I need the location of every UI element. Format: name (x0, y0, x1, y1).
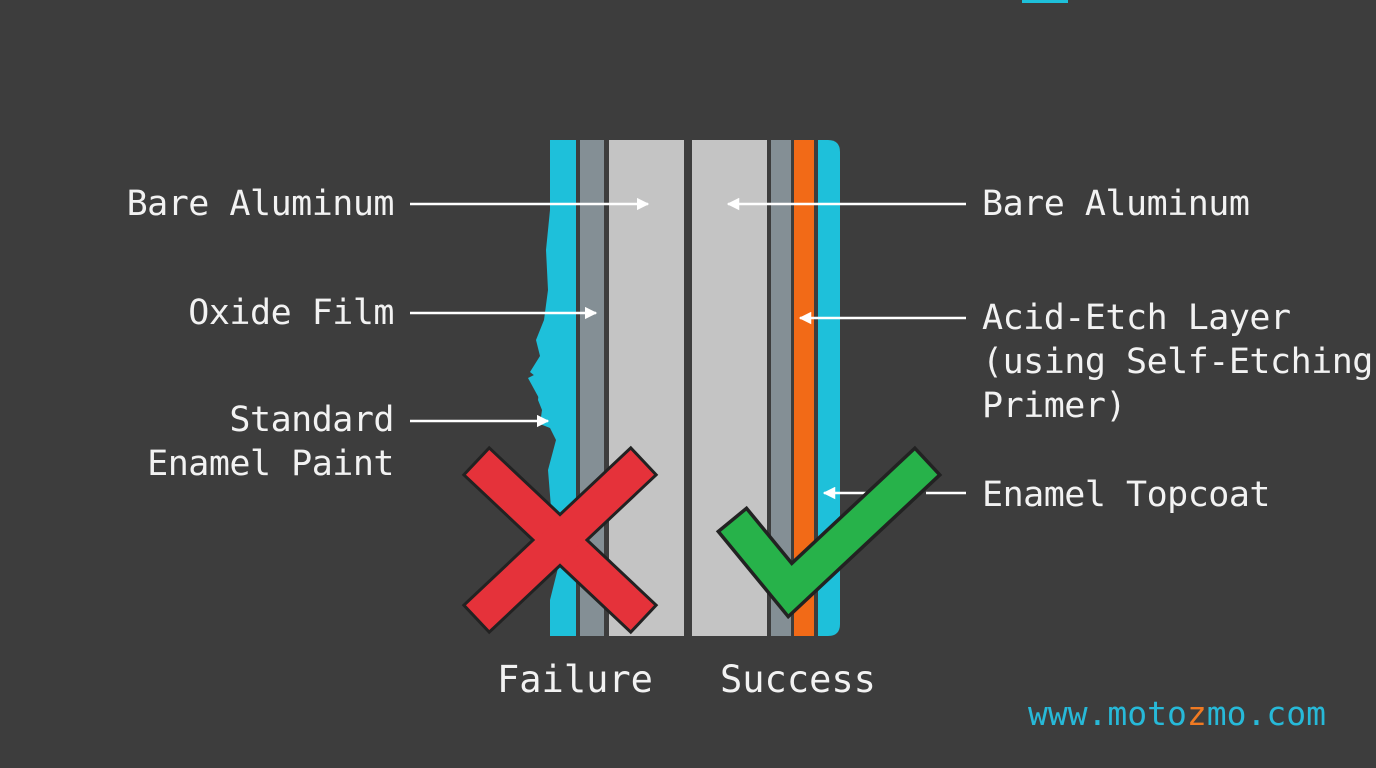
watermark-url: www.motozmo.com (1028, 694, 1326, 734)
success-oxide-layer (771, 140, 791, 636)
label-right-bare-aluminum: Bare Aluminum (982, 184, 1250, 224)
failure-aluminum-layer (609, 140, 684, 636)
failure-paint-flake (528, 372, 550, 400)
watermark-part2: mo.com (1206, 694, 1326, 733)
label-acid-etch-line3: Primer) (982, 386, 1127, 426)
caption-failure: Failure (497, 658, 653, 701)
label-oxide-film: Oxide Film (188, 293, 394, 333)
label-left-bare-aluminum: Bare Aluminum (126, 184, 395, 224)
label-acid-etch-layer: Acid-Etch Layer (using Self-Etching Prim… (982, 296, 1373, 428)
x-mark-icon (461, 445, 659, 635)
label-standard-enamel-line2: Enamel Paint (147, 444, 394, 484)
watermark-part1: www.moto (1027, 694, 1187, 733)
top-edge-accent (1022, 0, 1068, 3)
label-standard-enamel-line1: Standard (229, 400, 394, 440)
check-mark-stroke (720, 450, 938, 615)
watermark-accent: z (1186, 694, 1207, 733)
label-acid-etch-line1: Acid-Etch Layer (982, 298, 1291, 338)
label-acid-etch-line2: (using Self-Etching (982, 342, 1373, 382)
label-enamel-topcoat: Enamel Topcoat (982, 475, 1271, 515)
label-standard-enamel: Standard Enamel Paint (147, 398, 394, 486)
pointer-arrows (410, 197, 966, 500)
x-mark-stroke (465, 449, 655, 631)
check-mark-icon (715, 445, 943, 620)
caption-success: Success (720, 658, 876, 701)
success-enamel-layer (818, 140, 840, 636)
success-acid-etch-layer (794, 140, 814, 636)
